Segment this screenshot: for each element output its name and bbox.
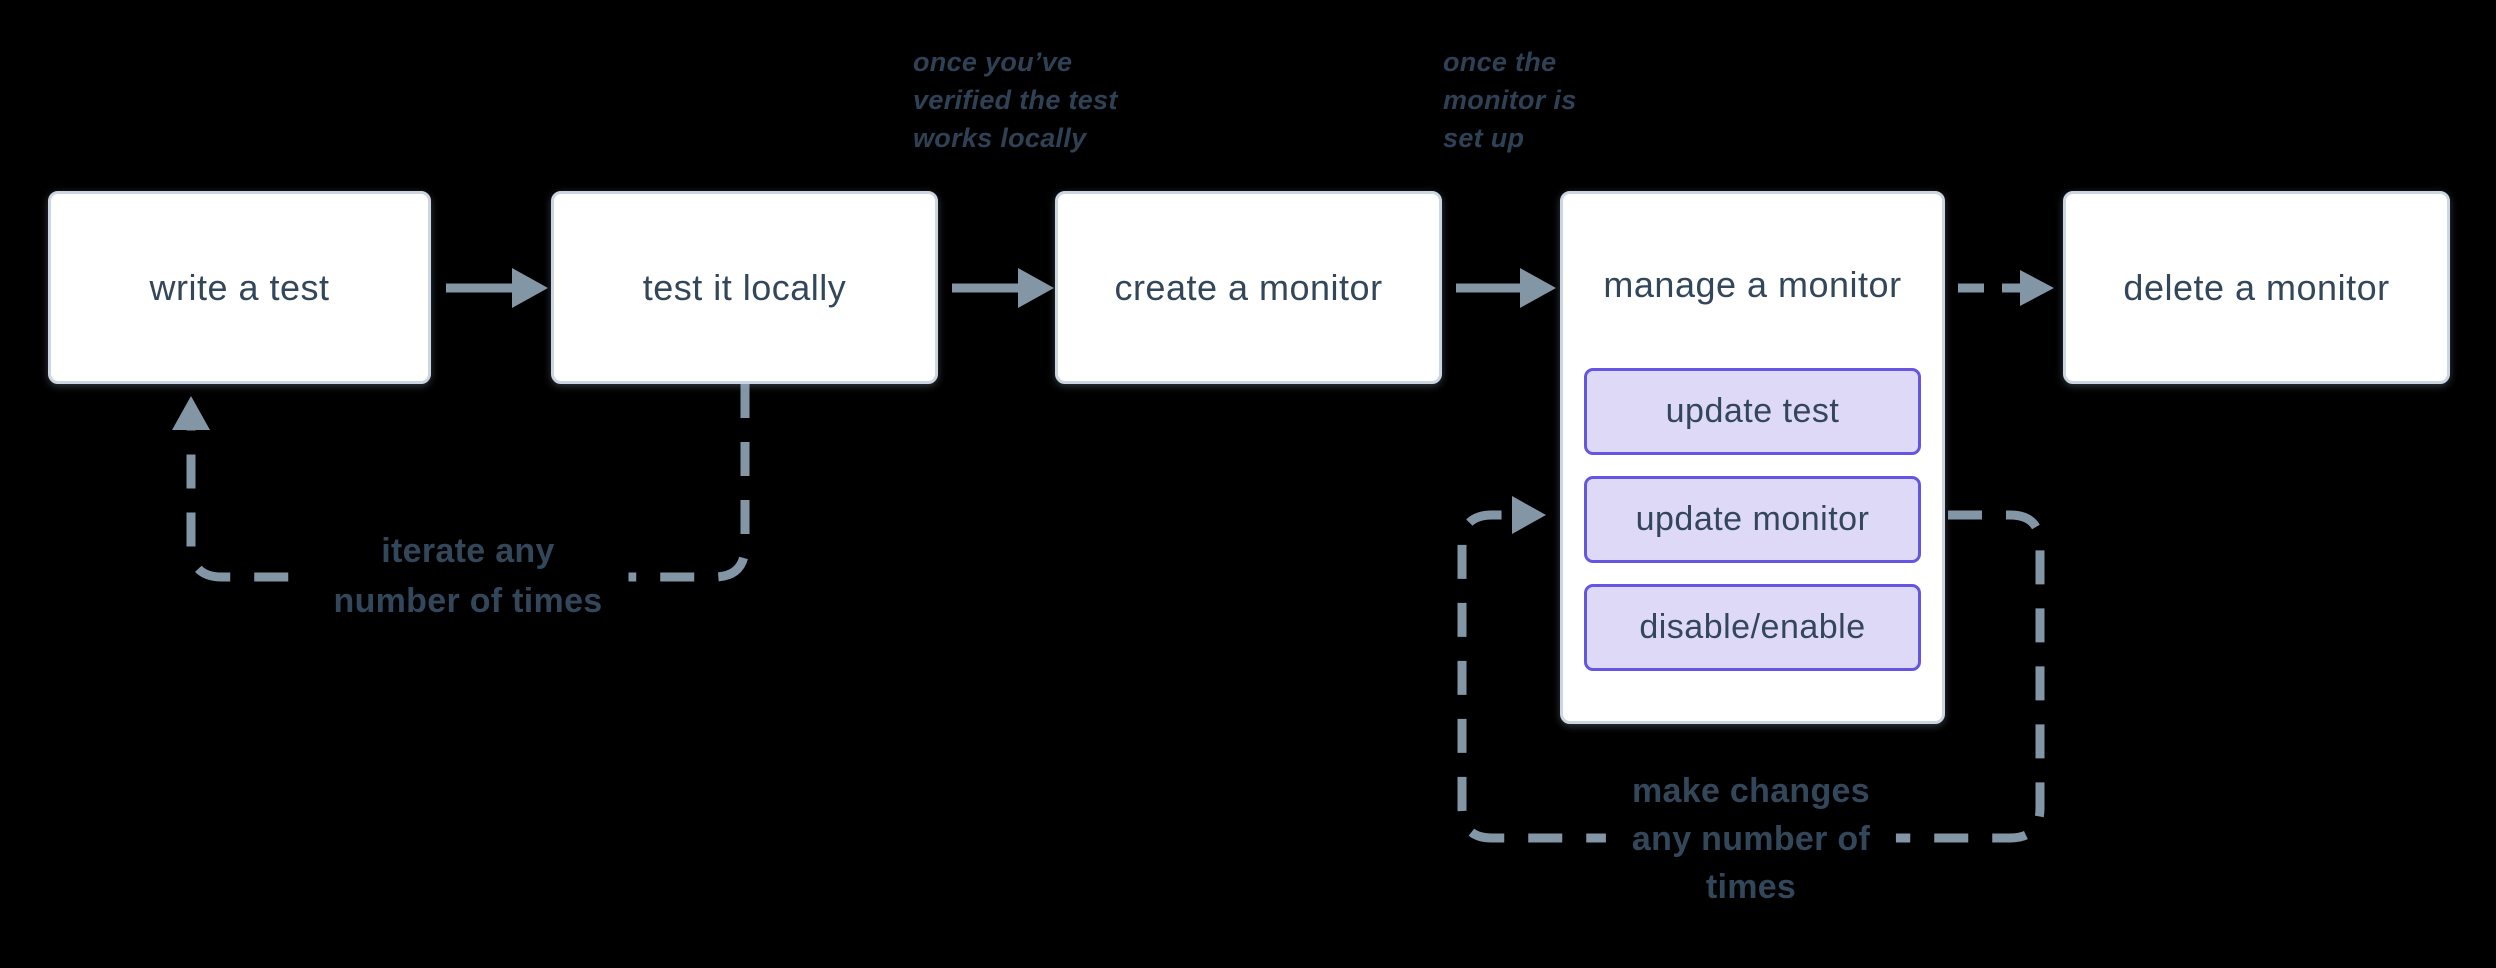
annotation-monitor-setup: once the monitor is set up	[1443, 43, 1577, 157]
loop-label-iterate-line1: iterate any	[381, 532, 555, 570]
loop-label-make-changes: make changes any number of times	[1605, 761, 1897, 917]
loop-label-iterate: iterate any number of times	[307, 518, 629, 634]
action-update-monitor: update monitor	[1584, 476, 1921, 563]
annotation-verified-line1: once you’ve	[913, 47, 1073, 77]
flow-box-test-it-locally-label: test it locally	[642, 266, 847, 308]
flow-box-write-a-test-label: write a test	[149, 266, 330, 308]
action-disable-enable-label: disable/enable	[1639, 608, 1866, 646]
loop-label-iterate-line2: number of times	[333, 582, 603, 620]
flow-box-write-a-test: write a test	[48, 191, 431, 384]
loop-iterate	[172, 384, 750, 582]
action-update-test-label: update test	[1665, 392, 1840, 430]
flow-box-create-a-monitor: create a monitor	[1055, 191, 1442, 384]
annotation-verified-locally: once you’ve verified the test works loca…	[913, 43, 1118, 157]
arrow-create-to-manage	[1456, 268, 1556, 308]
flow-box-create-a-monitor-label: create a monitor	[1114, 266, 1383, 308]
flow-box-manage-a-monitor-title: manage a monitor	[1603, 250, 1901, 320]
loop-make-changes	[1457, 496, 2045, 843]
loop-label-make-changes-line1: make changes	[1632, 772, 1870, 810]
flow-box-delete-a-monitor-label: delete a monitor	[2123, 266, 2390, 308]
action-update-monitor-label: update monitor	[1635, 500, 1870, 538]
action-update-test: update test	[1584, 368, 1921, 455]
action-disable-enable: disable/enable	[1584, 584, 1921, 671]
annotation-setup-line2: monitor is	[1443, 85, 1577, 115]
loop-make-changes-arrowhead	[1512, 496, 1546, 534]
flow-box-delete-a-monitor: delete a monitor	[2063, 191, 2450, 384]
flow-box-manage-a-monitor-label: manage a monitor	[1603, 264, 1902, 305]
loop-iterate-arrowhead	[172, 396, 210, 430]
annotation-setup-line3: set up	[1443, 123, 1525, 153]
arrow-test-to-create	[952, 268, 1054, 308]
flow-box-manage-a-monitor: manage a monitor update test update moni…	[1560, 191, 1945, 724]
annotation-verified-line2: verified the test	[913, 85, 1118, 115]
loop-label-make-changes-line3: times	[1705, 868, 1797, 906]
arrow-write-to-test	[446, 268, 548, 308]
loop-label-make-changes-line2: any number of	[1631, 820, 1871, 858]
annotation-verified-line3: works locally	[913, 123, 1087, 153]
annotation-setup-line1: once the	[1443, 47, 1557, 77]
flow-box-test-it-locally: test it locally	[551, 191, 938, 384]
arrow-manage-to-delete	[1958, 270, 2054, 306]
